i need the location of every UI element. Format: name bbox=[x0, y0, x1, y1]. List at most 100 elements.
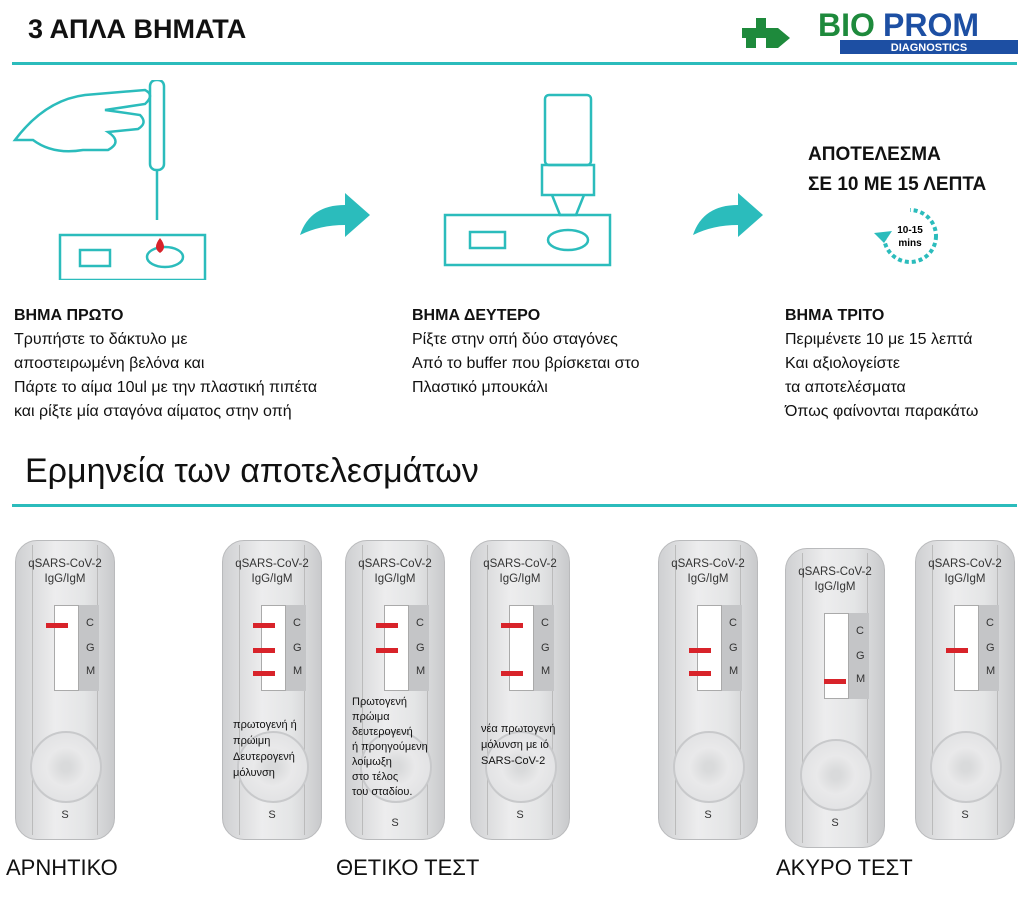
sample-well bbox=[800, 739, 872, 811]
step-title: ΒΗΜΑ ΤΡΙΤΟ bbox=[785, 307, 885, 324]
line-label-c: C bbox=[856, 625, 864, 637]
line-label-c: C bbox=[86, 617, 94, 629]
line-label-g: G bbox=[293, 642, 302, 654]
header-divider bbox=[12, 62, 1017, 65]
result-time-text: ΑΠΟΤΕΛΕΣΜΑ ΣΕ 10 ΜΕ 15 ΛΕΠΤΑ bbox=[808, 140, 986, 200]
bioprom-logo: BIO PROM DIAGNOSTICS bbox=[742, 7, 1018, 54]
line-label-g: G bbox=[541, 642, 550, 654]
cassette-sub: IgG/IgM bbox=[687, 573, 729, 585]
step-line: αποστειρωμένη βελόνα και bbox=[14, 355, 205, 372]
caption-line: μόλυνση με ιό bbox=[481, 739, 549, 751]
caption-line: μόλυνση bbox=[233, 767, 275, 779]
result-window bbox=[509, 605, 534, 691]
sample-label: S bbox=[831, 817, 839, 829]
cassette-sub: IgG/IgM bbox=[374, 573, 416, 585]
caption-line: πρωτογενή ή bbox=[233, 719, 297, 731]
result-line-2: ΣΕ 10 ΜΕ 15 ΛΕΠΤΑ bbox=[808, 174, 987, 195]
timer-label: 10-15 bbox=[897, 225, 923, 236]
result-line-c bbox=[46, 623, 68, 628]
timer-unit: mins bbox=[898, 238, 922, 249]
caption-line: πρώιμη bbox=[233, 735, 271, 747]
line-label-g: G bbox=[416, 642, 425, 654]
line-label-c: C bbox=[416, 617, 424, 629]
cassette-sub: IgG/IgM bbox=[251, 573, 293, 585]
page-title: 3 ΑΠΛΑ ΒΗΜΑΤΑ bbox=[28, 14, 247, 44]
sample-well bbox=[360, 731, 432, 803]
sample-label: S bbox=[268, 809, 276, 821]
result-line-c bbox=[501, 623, 523, 628]
line-label-g: G bbox=[729, 642, 738, 654]
step-line: Πάρτε το αίμα 10ul με την πλαστική πιπέτ… bbox=[14, 379, 318, 396]
invalid-label: ΑΚΥΡΟ ΤΕΣΤ bbox=[776, 855, 913, 880]
cassette-name: qSARS-CoV-2 bbox=[798, 566, 872, 578]
label-strip bbox=[849, 613, 869, 699]
label-strip bbox=[79, 605, 99, 691]
caption-line: του σταδίου. bbox=[352, 786, 413, 798]
finger-prick-illustration bbox=[12, 80, 207, 280]
arrow-icon bbox=[300, 193, 370, 237]
sample-well bbox=[30, 731, 102, 803]
sample-well bbox=[930, 731, 1002, 803]
section-divider bbox=[12, 504, 1017, 507]
step-line: Περιμένετε 10 με 15 λεπτά bbox=[785, 331, 973, 348]
sample-label: S bbox=[704, 809, 712, 821]
caption-line: πρώιμα bbox=[352, 711, 390, 723]
cassette-name: qSARS-CoV-2 bbox=[235, 558, 309, 570]
sample-well bbox=[673, 731, 745, 803]
line-label-m: M bbox=[729, 665, 739, 677]
result-line-1: ΑΠΟΤΕΛΕΣΜΑ bbox=[808, 144, 941, 165]
cassette-name: qSARS-CoV-2 bbox=[28, 558, 102, 570]
line-label-c: C bbox=[729, 617, 737, 629]
caption-line: δευτερογενή bbox=[352, 726, 413, 738]
sample-well bbox=[485, 731, 557, 803]
caption-line: Πρωτογενή bbox=[352, 696, 407, 708]
step-line: τα αποτελέσματα bbox=[785, 379, 906, 396]
result-window bbox=[54, 605, 79, 691]
line-label-g: G bbox=[986, 642, 995, 654]
line-label-c: C bbox=[293, 617, 301, 629]
interpretation-title: Ερμηνεία των αποτελεσμάτων bbox=[25, 452, 479, 490]
result-line-g bbox=[253, 648, 275, 653]
label-strip bbox=[409, 605, 429, 691]
result-line-g bbox=[689, 648, 711, 653]
step-line: και ρίξτε μία σταγόνα αίματος στην οπή bbox=[14, 403, 292, 420]
step-title: ΒΗΜΑ ΠΡΩΤΟ bbox=[14, 307, 124, 324]
line-label-c: C bbox=[986, 617, 994, 629]
line-label-c: C bbox=[541, 617, 549, 629]
line-label-g: G bbox=[856, 650, 865, 662]
caption-line: στο τέλος bbox=[352, 771, 399, 783]
step-line: Ρίξτε στην οπή δύο σταγόνες bbox=[412, 331, 618, 348]
arrow-icon bbox=[693, 193, 763, 237]
result-window bbox=[824, 613, 849, 699]
step-line: Από το buffer που βρίσκεται στο bbox=[412, 355, 640, 372]
step-line: Όπως φαίνονται παρακάτω bbox=[785, 403, 979, 420]
cassette-sub: IgG/IgM bbox=[44, 573, 86, 585]
cross-arrow-icon bbox=[742, 18, 790, 48]
label-strip bbox=[534, 605, 554, 691]
step-line: Και αξιολογείστε bbox=[785, 355, 900, 372]
cassette-sub: IgG/IgM bbox=[499, 573, 541, 585]
label-strip bbox=[286, 605, 306, 691]
caption-line: λοίμωξη bbox=[352, 756, 392, 768]
negative-label: ΑΡΝΗΤΙΚΟ bbox=[6, 855, 118, 880]
sample-label: S bbox=[516, 809, 524, 821]
line-label-m: M bbox=[416, 665, 426, 677]
caption-line: ή προηγούμενη bbox=[352, 741, 428, 753]
result-line-m bbox=[824, 679, 846, 684]
cassette-sub: IgG/IgM bbox=[944, 573, 986, 585]
step-title: ΒΗΜΑ ΔΕΥΤΕΡΟ bbox=[412, 307, 541, 324]
label-strip bbox=[722, 605, 742, 691]
cassette-name: qSARS-CoV-2 bbox=[671, 558, 745, 570]
